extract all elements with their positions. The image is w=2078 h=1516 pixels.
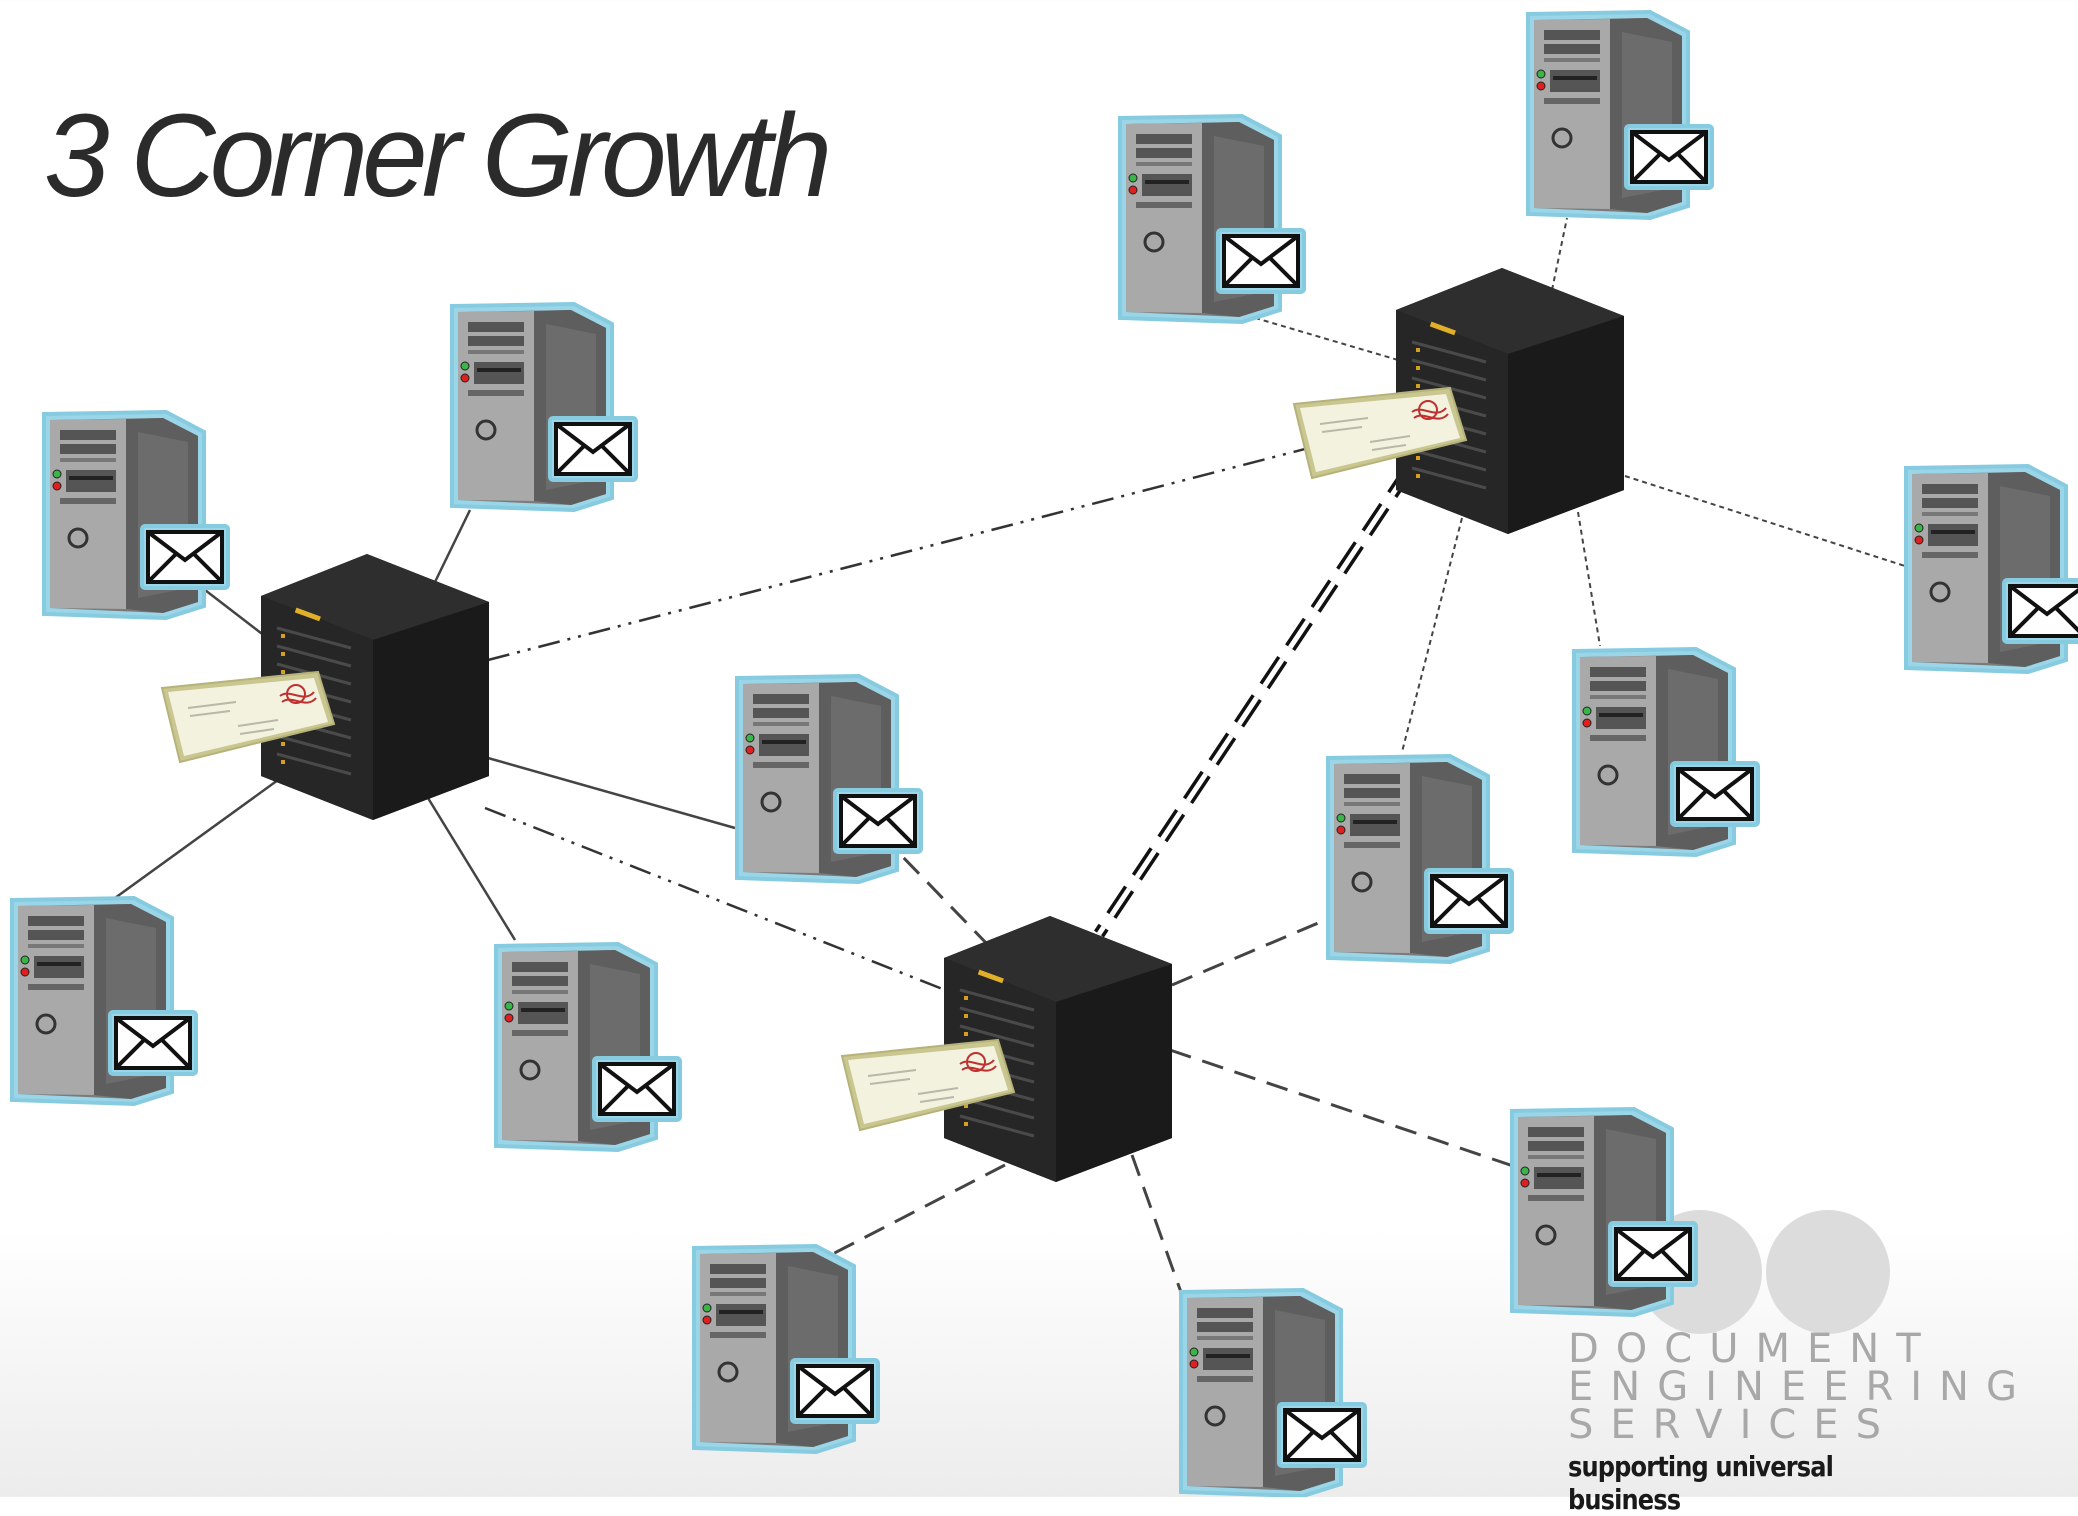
client-computer-a5 (494, 942, 682, 1152)
client-computer-a4 (10, 896, 198, 1106)
client-computer-b1 (1118, 114, 1306, 324)
logo-line-1: DOCUMENT (1568, 1326, 1938, 1372)
logo-line-3: SERVICES (1568, 1402, 1899, 1448)
client-computer-b4 (1572, 647, 1760, 857)
link-hub-a-hub-b (487, 423, 1399, 662)
company-logo: DOCUMENT ENGINEERING SERVICES supporting… (1568, 1326, 2034, 1516)
logo-tagline: supporting universal business (1568, 1450, 1834, 1516)
link-hub-a-hub-c (484, 806, 946, 992)
client-computer-a1 (42, 410, 230, 620)
client-computer-a3 (735, 674, 923, 884)
client-computer-c2 (692, 1244, 880, 1454)
client-computer-b2 (1526, 10, 1714, 220)
client-computer-c1 (1510, 1107, 1698, 1317)
slide-title: 3 Corner Growth (44, 90, 832, 222)
client-computer-b5 (1326, 754, 1514, 964)
client-computer-b3 (1904, 464, 2078, 674)
client-computer-c3 (1179, 1288, 1367, 1497)
client-links (114, 217, 1906, 1296)
client-computer-a2 (450, 302, 638, 512)
logo-line-2: ENGINEERING (1568, 1364, 2034, 1410)
hub-links (484, 423, 1415, 992)
